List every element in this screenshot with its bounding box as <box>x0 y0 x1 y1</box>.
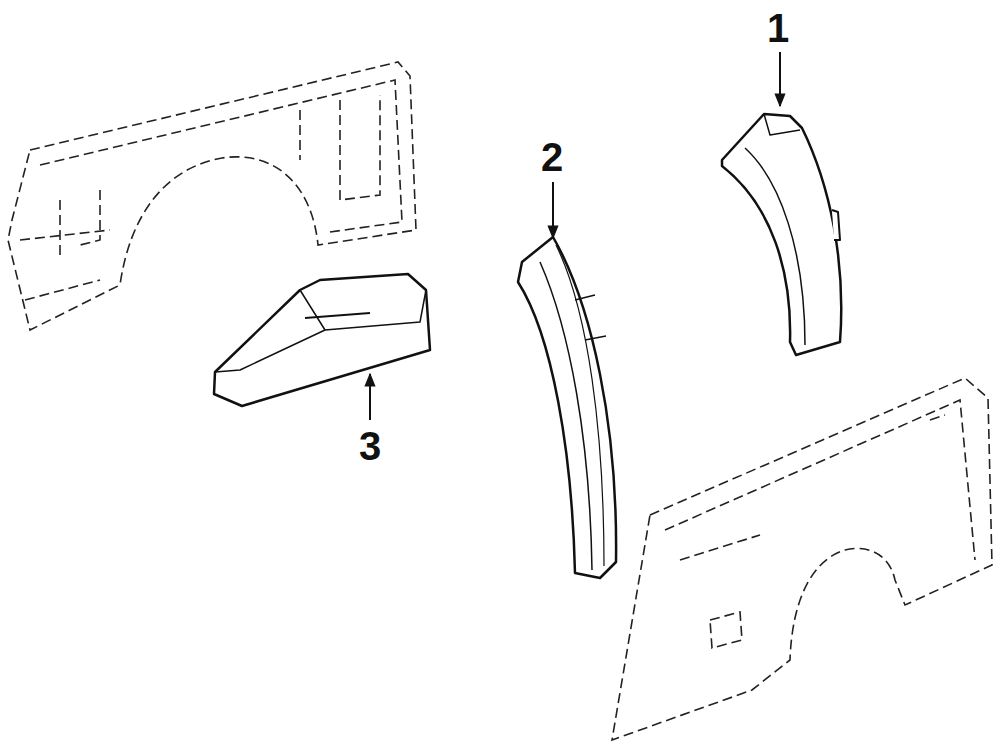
leader-lines <box>370 52 780 420</box>
part-3-panel <box>214 274 430 406</box>
part-1-bracket <box>722 114 841 355</box>
callout-number: 2 <box>541 137 563 177</box>
callout-number: 3 <box>359 426 381 466</box>
part-2-pillar <box>518 237 616 578</box>
quarter-panel-right <box>612 378 992 740</box>
callout-number: 1 <box>767 8 789 48</box>
